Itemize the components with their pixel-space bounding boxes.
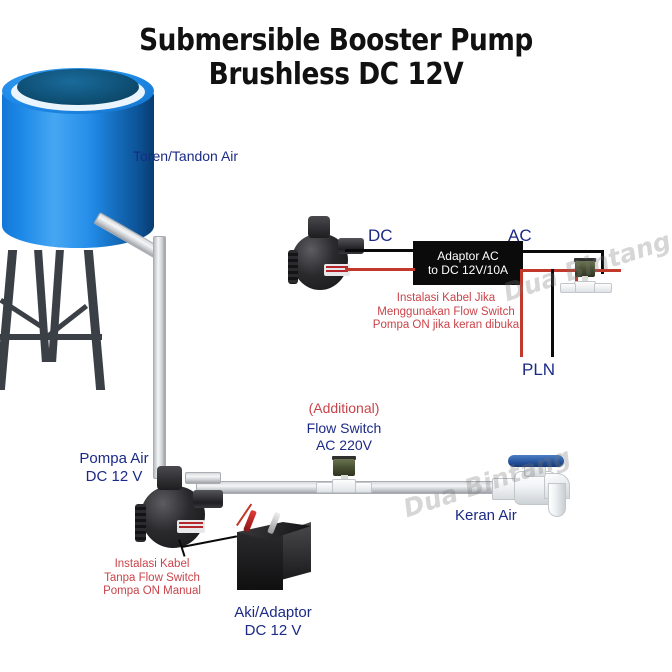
adaptor-text: Adaptor AC to DC 12V/10A — [428, 249, 508, 277]
page-title: Submersible Booster Pump Brushless DC 12… — [40, 24, 631, 92]
water-tap — [492, 455, 584, 535]
adaptor-box[interactable]: Adaptor AC to DC 12V/10A — [413, 241, 523, 285]
tower-leg-right — [83, 250, 106, 390]
water-tank — [2, 68, 154, 264]
flow-switch-upper-coil-top — [574, 258, 596, 262]
pump-bottom-fins — [135, 504, 146, 542]
tank-shading — [2, 90, 154, 248]
tap-handle[interactable] — [508, 455, 564, 467]
tower-leg-left — [0, 250, 18, 390]
flow-switch-lower-nut-left — [316, 482, 333, 493]
wire-ac-red-top — [521, 269, 621, 272]
pump-bottom-outlet — [193, 490, 223, 508]
flow-switch-label: Flow Switch AC 220V — [286, 420, 402, 454]
tank-lid — [17, 69, 139, 105]
tap-label: Keran Air — [455, 507, 517, 524]
note-with-flow-switch-line-1: Instalasi Kabel Jika — [396, 292, 496, 304]
tank-body — [2, 90, 154, 248]
flow-switch-upper — [560, 258, 636, 294]
pump-bottom-label — [177, 520, 205, 533]
pump-bottom-inlet — [157, 466, 182, 490]
pipe-vertical-downcomer — [153, 236, 166, 479]
note-without-flow-switch-line-2: Tanpa Flow Switch — [104, 571, 200, 584]
battery-label-line-1: Aki/Adaptor — [234, 604, 312, 621]
battery-label: Aki/Adaptor DC 12 V — [208, 604, 338, 640]
flow-switch-upper-coil — [575, 261, 595, 277]
tank-label: Toren/Tandon Air — [133, 148, 239, 164]
wire-dc-black — [345, 249, 415, 252]
note-without-flow-switch-line-1: Instalasi Kabel — [114, 558, 190, 570]
battery-unit — [237, 509, 311, 590]
tap-spout — [548, 483, 566, 517]
flow-switch-line-3: AC 220V — [315, 437, 373, 453]
title-line-2: Brushless DC 12V — [208, 57, 464, 92]
flow-switch-lower-coil — [333, 459, 355, 476]
flow-switch-lower-coil-top — [332, 456, 356, 460]
tower-crossbar-horizontal — [0, 334, 102, 340]
wire-pln-red — [520, 269, 523, 357]
note-with-flow-switch-line-3: Pompa ON jika keran dibuka — [372, 319, 520, 331]
wire-ac-black-riser — [601, 250, 604, 274]
pump-top-inlet — [308, 216, 330, 238]
dc-label: DC — [368, 226, 393, 245]
pump-bottom-unit — [135, 466, 223, 552]
flow-switch-upper-stem — [582, 276, 588, 283]
pln-label: PLN — [522, 360, 556, 379]
tower-leg-midleft — [34, 250, 50, 362]
title-line-1: Submersible Booster Pump — [139, 23, 533, 58]
flow-switch-line-1: (Additional) — [308, 400, 380, 416]
pump-label-line-2: DC 12 V — [85, 468, 143, 485]
pump-label: Pompa Air DC 12 V — [62, 450, 166, 486]
flow-switch-upper-pipe-left — [560, 283, 576, 293]
battery-label-line-2: DC 12 V — [244, 622, 302, 639]
battery-front — [237, 532, 283, 590]
note-with-flow-switch: Instalasi Kabel Jika Menggunakan Flow Sw… — [300, 292, 592, 333]
flow-switch-upper-pipe-right — [594, 283, 612, 293]
note-without-flow-switch: Instalasi Kabel Tanpa Flow Switch Pompa … — [82, 558, 222, 599]
tank-tower-frame — [0, 250, 160, 400]
wire-dc-red — [345, 268, 415, 271]
pump-top-label — [324, 264, 350, 276]
wire-ac-black-top — [521, 250, 604, 253]
adaptor-line-2: to DC 12V/10A — [427, 263, 509, 277]
tower-leg-midright — [48, 250, 64, 362]
adaptor-line-1: Adaptor AC — [437, 249, 499, 263]
pump-label-line-1: Pompa Air — [79, 450, 149, 467]
flow-switch-lower — [316, 456, 384, 496]
flow-switch-additional-label: (Additional) — [286, 400, 402, 417]
flow-switch-line-2: Flow Switch — [306, 420, 382, 436]
note-without-flow-switch-line-3: Pompa ON Manual — [103, 585, 201, 597]
flow-switch-lower-stem — [341, 475, 348, 481]
pump-top-unit — [288, 216, 364, 294]
flow-switch-lower-nut-right — [355, 482, 372, 493]
wire-pln-black — [551, 269, 554, 357]
flow-switch-lower-body — [332, 479, 356, 493]
note-with-flow-switch-line-2: Menggunakan Flow Switch — [377, 305, 515, 318]
pump-top-fins — [288, 250, 298, 284]
ac-label: AC — [508, 226, 532, 245]
pipe-pump-outlet-stub — [185, 472, 221, 484]
